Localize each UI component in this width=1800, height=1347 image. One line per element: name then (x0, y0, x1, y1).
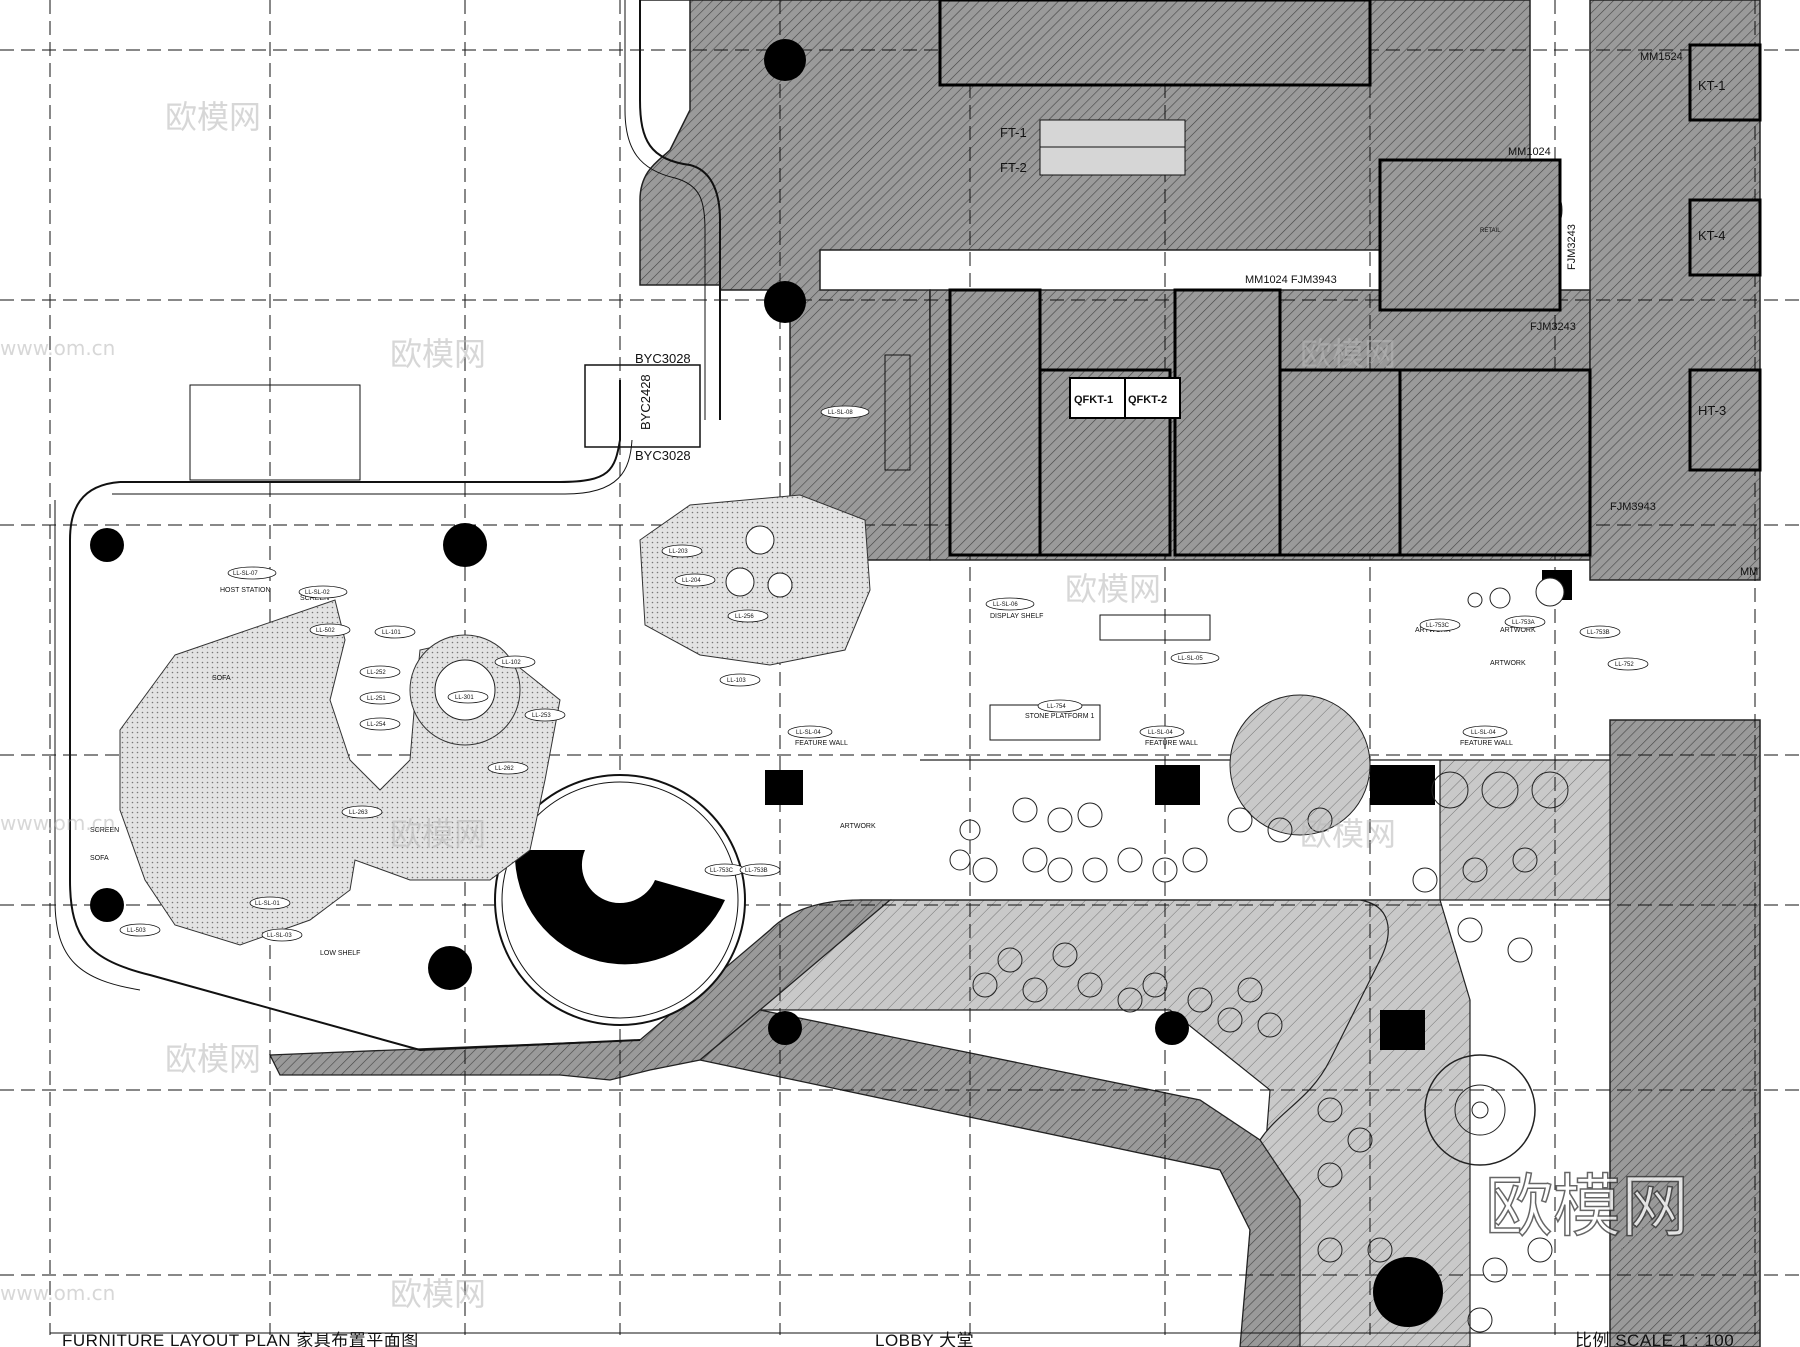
callout-texts: LL-SL-07 LL-SL-02 LL-502 LL-101 LL-102 L… (127, 410, 1634, 939)
tag-ll-sl-03: LL-SL-03 (267, 933, 292, 939)
lift-boxes (1069, 377, 1181, 419)
tag-ll-301: LL-301 (455, 695, 474, 701)
central-feature (494, 774, 746, 1026)
tag-ll-252: LL-252 (367, 670, 386, 676)
note-artwork-1: ARTWORK (840, 823, 876, 830)
note-artwork-4: ARTWORK (1490, 660, 1526, 667)
lift-tag-ht3: HT-3 (1698, 403, 1726, 418)
lift-tag-qfkt1: QFKT-1 (1074, 394, 1113, 406)
escalator-tag-ft2: FT-2 (1000, 160, 1027, 175)
watermark-brand-7: 欧模网 (390, 1275, 486, 1313)
callout-tags (119, 405, 1649, 942)
drawing-title: FURNITURE LAYOUT PLAN 家具布置平面图 (62, 1331, 419, 1347)
drawing-scale: 比例 SCALE 1 : 100 (1575, 1331, 1734, 1347)
watermark-url-2: www.om.cn (0, 811, 115, 835)
tag-ll-503: LL-503 (127, 928, 146, 934)
seating-clusters (949, 771, 1569, 1333)
tag-ll-753b: LL-753B (745, 868, 768, 874)
watermark-brand-large: 欧模网 (1485, 1168, 1689, 1247)
tag-ll-sl-04-b: LL-SL-04 (1148, 730, 1173, 736)
tag-ll-203: LL-203 (669, 549, 688, 555)
door-tag-mm-right: MM (1740, 566, 1758, 578)
lift-tag-qfkt2: QFKT-2 (1128, 394, 1167, 406)
watermark-brand-6: 欧模网 (165, 1040, 261, 1078)
escalators (1039, 119, 1186, 176)
tag-ll-253: LL-253 (532, 713, 551, 719)
tag-ll-251: LL-251 (367, 696, 386, 702)
escalator-tag-ft1: FT-1 (1000, 125, 1027, 140)
tag-ll-sl-07: LL-SL-07 (233, 571, 258, 577)
watermarks: 欧模网 欧模网 欧模网 欧模网 欧模网 欧模网 欧模网 www.om.cn ww… (0, 98, 1690, 1313)
door-tag-fjm3943: FJM3943 (1610, 501, 1656, 513)
tag-ll-753c-right: LL-753C (1426, 623, 1450, 629)
tag-ll-102: LL-102 (502, 660, 521, 666)
door-tag-byc2428: BYC2428 (638, 374, 653, 430)
note-feature-wall-3: FEATURE WALL (1460, 740, 1513, 747)
tag-ll-752: LL-752 (1615, 662, 1634, 668)
watermark-url-1: www.om.cn (0, 336, 115, 360)
note-sofa: SOFA (212, 675, 231, 682)
lift-tag-kt4: KT-4 (1698, 228, 1725, 243)
tag-ll-sl-05: LL-SL-05 (1178, 656, 1203, 662)
tag-ll-sl-01: LL-SL-01 (255, 901, 280, 907)
tag-ll-263: LL-263 (349, 810, 368, 816)
tag-ll-sl-06: LL-SL-06 (993, 602, 1018, 608)
tag-ll-103: LL-103 (727, 678, 746, 684)
title-bar: FURNITURE LAYOUT PLAN 家具布置平面图 LOBBY 大堂 比… (50, 1331, 1760, 1347)
note-sofa-left: SOFA (90, 855, 109, 862)
watermark-brand-1: 欧模网 (165, 98, 261, 136)
door-tag-mm1524: MM1524 (1640, 51, 1683, 63)
tag-ll-254: LL-254 (367, 722, 386, 728)
tag-ll-754: LL-754 (1047, 704, 1066, 710)
tag-ll-256: LL-256 (735, 614, 754, 620)
note-stone-platform: STONE PLATFORM 1 (1025, 713, 1094, 720)
tag-ll-sl-08: LL-SL-08 (828, 410, 853, 416)
door-tag-fjm3243-vertical: FJM3243 (1566, 224, 1578, 270)
tag-ll-753a: LL-753A (1512, 620, 1535, 626)
note-feature-wall-2: FEATURE WALL (1145, 740, 1198, 747)
tag-ll-753c: LL-753C (710, 868, 734, 874)
lobby-outline (54, 0, 1211, 1052)
door-tag-fjm3243: FJM3243 (1530, 321, 1576, 333)
room-tags: BYC3028 BYC2428 BYC3028 FT-1 FT-2 MM1524… (635, 51, 1758, 578)
watermark-brand-2: 欧模网 (390, 335, 486, 373)
note-host-station: HOST STATION (220, 587, 271, 594)
note-low-shelf: LOW SHELF (320, 950, 360, 957)
drawing-area-name: LOBBY 大堂 (875, 1331, 974, 1347)
note-feature-wall-1: FEATURE WALL (795, 740, 848, 747)
watermark-url-3: www.om.cn (0, 1281, 115, 1305)
tag-ll-sl-02: LL-SL-02 (305, 590, 330, 596)
tag-ll-sl-04-a: LL-SL-04 (796, 730, 821, 736)
door-tag-mm1024: MM1024 (1508, 146, 1551, 158)
note-artwork-3: ARTWORK (1500, 627, 1536, 634)
door-tag-byc3028-top: BYC3028 (635, 351, 691, 366)
tag-ll-262: LL-262 (495, 766, 514, 772)
door-tag-mm1024-fjm3943: MM1024 FJM3943 (1245, 274, 1337, 286)
tag-ll-502: LL-502 (316, 628, 335, 634)
watermark-brand-5: 欧模网 (1300, 815, 1396, 853)
note-screen-left: SCREEN (90, 827, 119, 834)
note-display-shelf: DISPLAY SHELF (990, 613, 1043, 620)
tag-ll-753b-right: LL-753B (1587, 630, 1610, 636)
tag-ll-204: LL-204 (682, 578, 701, 584)
door-tag-byc3028-bottom: BYC3028 (635, 448, 691, 463)
note-screen: SCREEN (300, 595, 329, 602)
core-rooms (938, 0, 1762, 557)
watermark-brand-8: 欧模网 (1065, 570, 1161, 608)
tag-ll-sl-04-c: LL-SL-04 (1471, 730, 1496, 736)
watermark-brand-3: 欧模网 (1300, 335, 1396, 373)
lounge-rugs (119, 494, 871, 946)
watermark-brand-4: 欧模网 (390, 815, 486, 853)
furniture-outlines (434, 177, 1565, 1166)
tag-ll-101: LL-101 (382, 630, 401, 636)
lift-tag-kt1: KT-1 (1698, 78, 1725, 93)
note-retail: RETAIL (1480, 228, 1501, 234)
